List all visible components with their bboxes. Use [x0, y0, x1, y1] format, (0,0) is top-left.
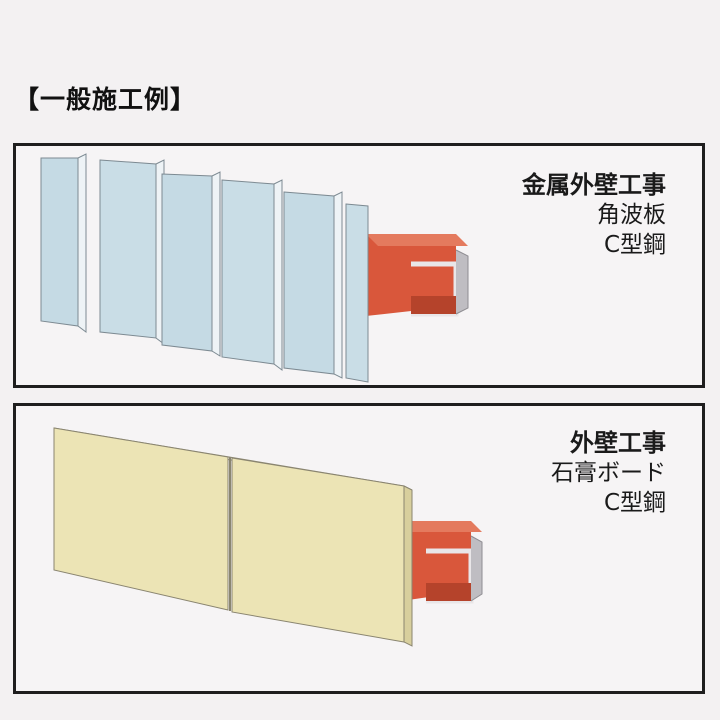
frame-label: C型鋼: [603, 490, 666, 516]
material-label: 石膏ボード: [551, 460, 666, 486]
corrugated-metal-sheet: [40, 153, 369, 383]
example-title: 金属外壁工事: [522, 171, 666, 199]
metal-wall-example-panel: 金属外壁工事 角波板 C型鋼: [13, 143, 705, 388]
frame-label: C型鋼: [603, 232, 666, 258]
gypsum-wall-labels: 外壁工事 石膏ボード C型鋼: [551, 428, 666, 518]
gypsum-board-illustration: [53, 427, 483, 647]
example-title: 外壁工事: [570, 429, 666, 457]
c-channel-steel-1: [366, 234, 469, 317]
gypsum-wall-example-panel: 外壁工事 石膏ボード C型鋼: [13, 403, 705, 694]
section-heading: 【一般施工例】: [14, 85, 197, 114]
gypsum-board-panels: [53, 427, 413, 647]
corrugated-panel-illustration: [40, 153, 469, 383]
material-label: 角波板: [597, 202, 666, 228]
metal-wall-labels: 金属外壁工事 角波板 C型鋼: [522, 170, 666, 260]
c-channel-steel-2: [401, 521, 483, 604]
